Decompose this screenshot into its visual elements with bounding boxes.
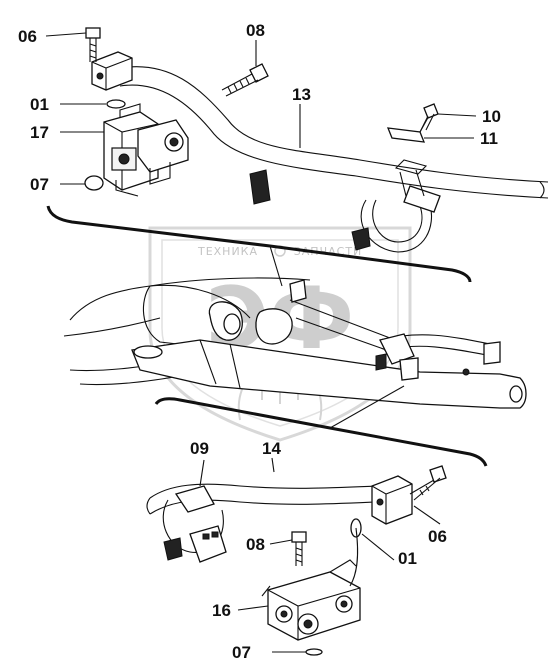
callout-07-bottom: 07	[232, 643, 251, 662]
callout-08-bottom: 08	[246, 535, 265, 554]
valve-16	[261, 527, 361, 641]
pipe-clamp-top	[351, 159, 441, 253]
callout-06-top: 06	[18, 27, 37, 46]
callout-09: 09	[190, 439, 209, 458]
callout-17: 17	[30, 123, 49, 142]
callout-14: 14	[262, 439, 281, 458]
callout-01-bottom: 01	[398, 549, 417, 568]
seal-07-top	[84, 175, 104, 191]
leader-lines	[45, 32, 477, 653]
callout-14-stem	[271, 457, 275, 473]
callout-11: 11	[480, 129, 498, 148]
boom-assembly	[63, 277, 527, 409]
bolt-08-bottom	[291, 531, 307, 566]
watermark-caption-left: ТЕХНИКА	[197, 245, 258, 258]
seal-07-bottom	[305, 648, 323, 656]
callout-08-top: 08	[246, 21, 265, 40]
bolt-06-bottom	[409, 465, 447, 501]
bolt-08-top	[221, 63, 269, 97]
group-pointer-top	[269, 245, 283, 287]
bolt-10	[419, 103, 439, 133]
callout-01-top: 01	[30, 95, 49, 114]
valve-17	[103, 103, 189, 197]
callout-07-top: 07	[30, 175, 49, 194]
bolt-06-top	[85, 27, 101, 62]
top-assembly	[84, 27, 549, 253]
callout-13: 13	[292, 85, 311, 104]
callout-06-bottom: 06	[428, 527, 447, 546]
callout-16: 16	[212, 601, 231, 620]
callout-labels: 06 08 13 01 10 17 11 07 09 14 06 08 01 1…	[18, 21, 501, 662]
callout-10: 10	[482, 107, 501, 126]
bracket-11	[386, 113, 431, 143]
washer-01-top	[106, 99, 126, 109]
bottom-assembly	[146, 465, 447, 656]
group-pointer-bottom	[329, 385, 405, 429]
